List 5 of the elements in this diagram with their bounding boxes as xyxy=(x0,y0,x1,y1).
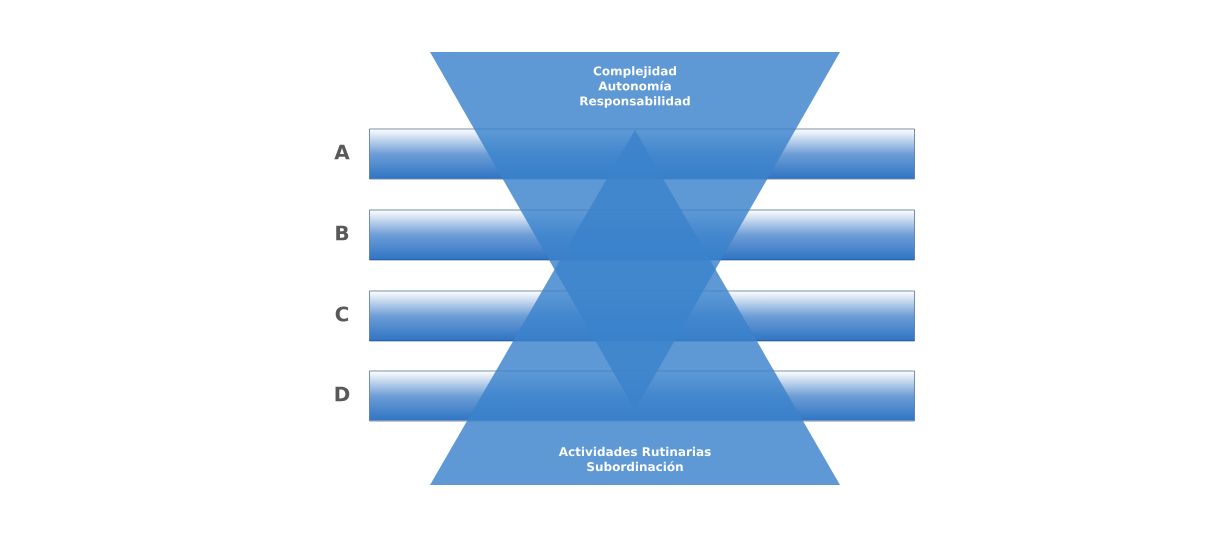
bar-letter: D xyxy=(335,386,350,402)
bar-letter: C xyxy=(335,306,349,322)
triangle: Actividades Rutinarias Subordinación xyxy=(430,130,840,485)
bar-letter: B xyxy=(336,225,349,241)
bar-letter: A xyxy=(334,144,350,160)
